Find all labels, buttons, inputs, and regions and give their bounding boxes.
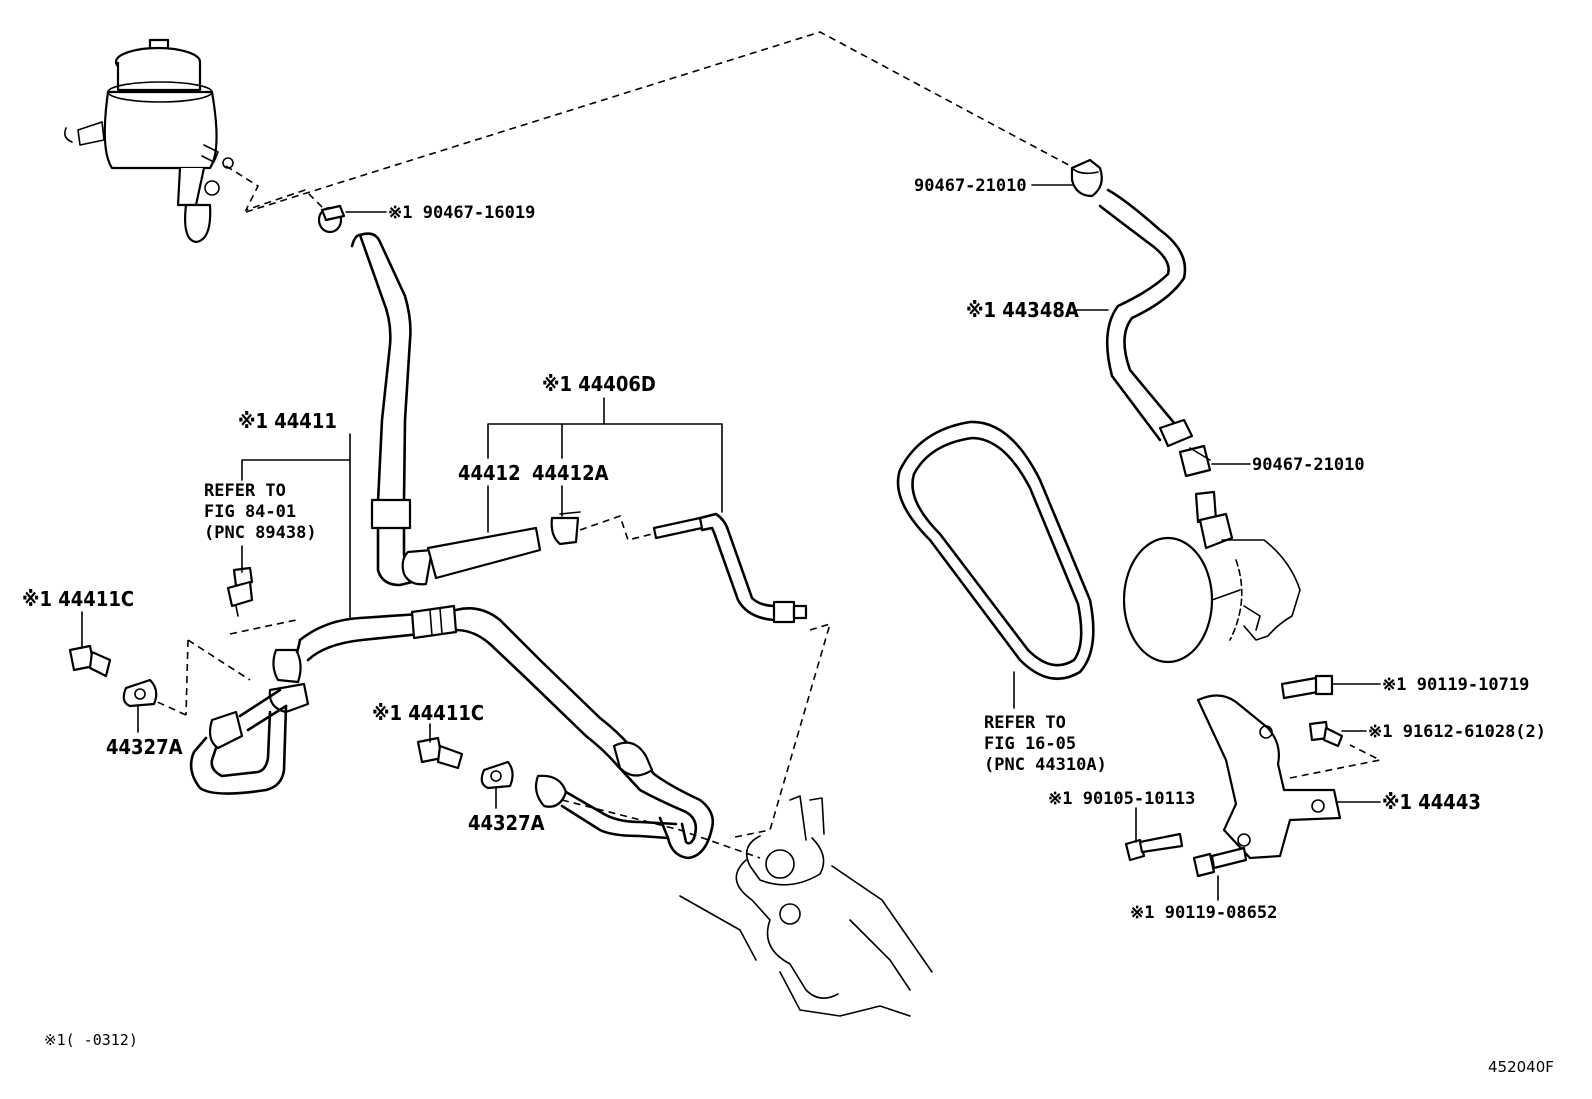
label-tube-set: ※1 44406D	[542, 372, 656, 396]
figure-id: 452040F	[1488, 1058, 1554, 1076]
bolt-a-drawing	[1280, 674, 1334, 700]
drive-belt-drawing	[896, 420, 1095, 680]
footnote: ※1( -0312)	[44, 1031, 138, 1049]
label-gasket-left: 44327A	[106, 735, 183, 759]
steering-gear-drawing	[679, 795, 933, 1017]
label-pressure-tube: ※1 44411	[238, 409, 337, 433]
label-refer-b-line3: (PNC 44310A)	[984, 755, 1107, 775]
bolt-b-drawing	[1308, 720, 1344, 748]
label-clamp-top-right: 90467-21010	[914, 176, 1027, 196]
reservoir-tank-drawing	[64, 38, 234, 244]
label-refer-b-line2: FIG 16-05	[984, 734, 1076, 754]
label-union-bolt-mid: ※1 44411C	[372, 701, 484, 725]
label-tube-44412a: 44412A	[532, 461, 609, 485]
gasket-left-drawing	[122, 678, 158, 708]
sensor-refer-a-drawing	[226, 566, 254, 617]
pump-bracket-drawing	[1196, 694, 1342, 860]
label-clamp-mid-right: 90467-21010	[1252, 455, 1365, 475]
label-clamp-top-left: ※1 90467-16019	[388, 203, 535, 223]
label-bolt-a: ※1 90119-10719	[1382, 675, 1529, 695]
label-gasket-mid: 44327A	[468, 811, 545, 835]
clamp-top-left-drawing	[317, 204, 346, 234]
union-bolt-left-drawing	[68, 644, 112, 678]
dashed-guide-lines	[141, 31, 1383, 859]
label-suction-hose: ※1 44348A	[966, 298, 1079, 322]
label-refer-b-line1: REFER TO	[984, 713, 1066, 733]
bolt-d-drawing	[1192, 846, 1248, 878]
gasket-mid-drawing	[480, 760, 514, 790]
return-hose-left-drawing	[350, 232, 542, 587]
label-refer-a-line2: FIG 84-01	[204, 502, 296, 522]
label-refer-a-line3: (PNC 89438)	[204, 523, 317, 543]
clamp-top-right-drawing	[1070, 158, 1103, 198]
bolt-c-drawing	[1124, 832, 1184, 862]
pressure-tube-drawing	[189, 604, 715, 860]
label-refer-a-line1: REFER TO	[204, 481, 286, 501]
tube-44412a-clip-drawing	[550, 511, 581, 546]
label-union-bolt-left: ※1 44411C	[22, 587, 134, 611]
callout-leader-lines	[81, 184, 1381, 901]
label-bracket: ※1 44443	[1382, 790, 1481, 814]
suction-hose-right-drawing	[1098, 188, 1194, 448]
label-tube-44412: 44412	[458, 461, 521, 485]
power-steering-pump-drawing	[1122, 490, 1301, 664]
label-bolt-c: ※1 90105-10113	[1048, 789, 1195, 809]
return-tube-44406d-drawing	[652, 512, 808, 624]
union-bolt-mid-drawing	[416, 736, 464, 770]
label-bolt-d: ※1 90119-08652	[1130, 903, 1277, 923]
clamp-mid-right-drawing	[1178, 444, 1212, 478]
label-bolt-b: ※1 91612-61028(2)	[1368, 722, 1546, 742]
